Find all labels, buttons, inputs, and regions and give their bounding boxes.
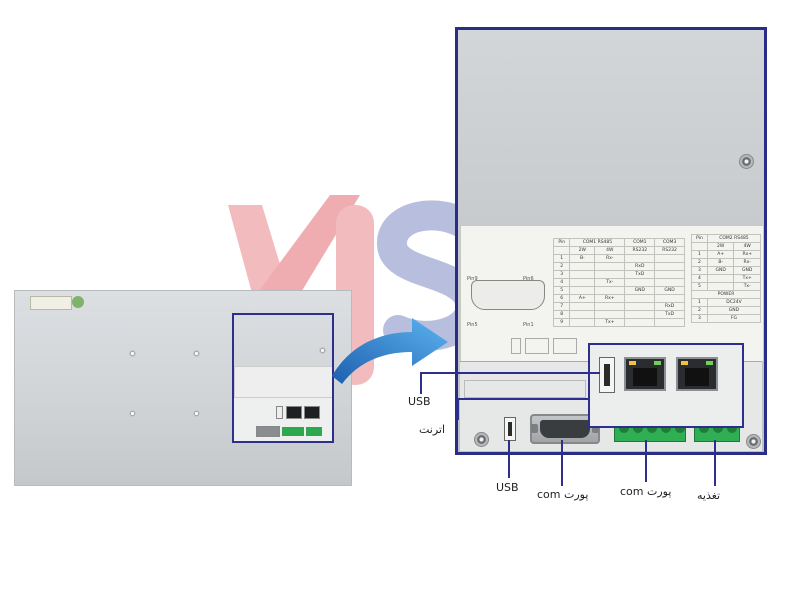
panel-screw	[739, 154, 754, 169]
callout-line-com-db9	[561, 440, 563, 486]
callout-line-usb-side	[420, 372, 600, 374]
product-label-sticker	[30, 296, 72, 310]
callout-line-ethernet	[457, 398, 459, 420]
plate-screw	[746, 434, 761, 449]
callout-line-usb-bottom	[508, 440, 510, 478]
ethernet-port-1	[624, 357, 666, 391]
ethernet-usb-highlight	[588, 343, 744, 428]
zoom-arrow-icon	[332, 318, 448, 384]
pin-label: Pin5	[467, 322, 478, 328]
mount-screw	[129, 410, 136, 417]
label-ethernet: اترنت	[419, 423, 446, 436]
callout-line-usb-side	[420, 372, 422, 394]
pin-label: Pin1	[523, 322, 534, 328]
plate-screw	[474, 432, 489, 447]
zoom-highlight-box	[232, 313, 334, 443]
callout-line-com-terminal	[645, 440, 647, 482]
mini-usb-port	[276, 406, 283, 419]
mount-screw	[319, 347, 326, 354]
usb-port-side	[599, 357, 615, 393]
mini-com-port	[256, 426, 280, 437]
mini-ethernet-port	[286, 406, 302, 419]
mini-terminal-block	[306, 427, 322, 436]
mini-io-area	[234, 398, 332, 441]
com-port-db9	[530, 414, 600, 444]
usb-port-bottom	[504, 417, 516, 441]
printed-terminal-outlines	[464, 380, 586, 398]
mini-terminal-block	[282, 427, 304, 436]
mount-screw	[129, 350, 136, 357]
db9-diagram	[471, 280, 545, 310]
callout-line-power	[714, 440, 716, 486]
label-usb-bottom: USB	[496, 481, 519, 494]
label-usb-side: USB	[408, 395, 431, 408]
label-com-port-db9: پورت com	[537, 488, 589, 501]
mini-ethernet-port	[304, 406, 320, 419]
certification-sticker	[72, 296, 84, 308]
mini-pinout-sheet	[234, 366, 334, 398]
label-power: تغذیه	[697, 489, 721, 502]
mount-screw	[193, 350, 200, 357]
callout-line-ethernet	[457, 398, 589, 400]
pin-label: Pin6	[523, 276, 534, 282]
label-com-port-terminal: پورت com	[620, 485, 672, 498]
ethernet-port-2	[676, 357, 718, 391]
mount-screw	[193, 410, 200, 417]
pin-label: Pin9	[467, 276, 478, 282]
printed-port-outlines	[511, 338, 581, 356]
